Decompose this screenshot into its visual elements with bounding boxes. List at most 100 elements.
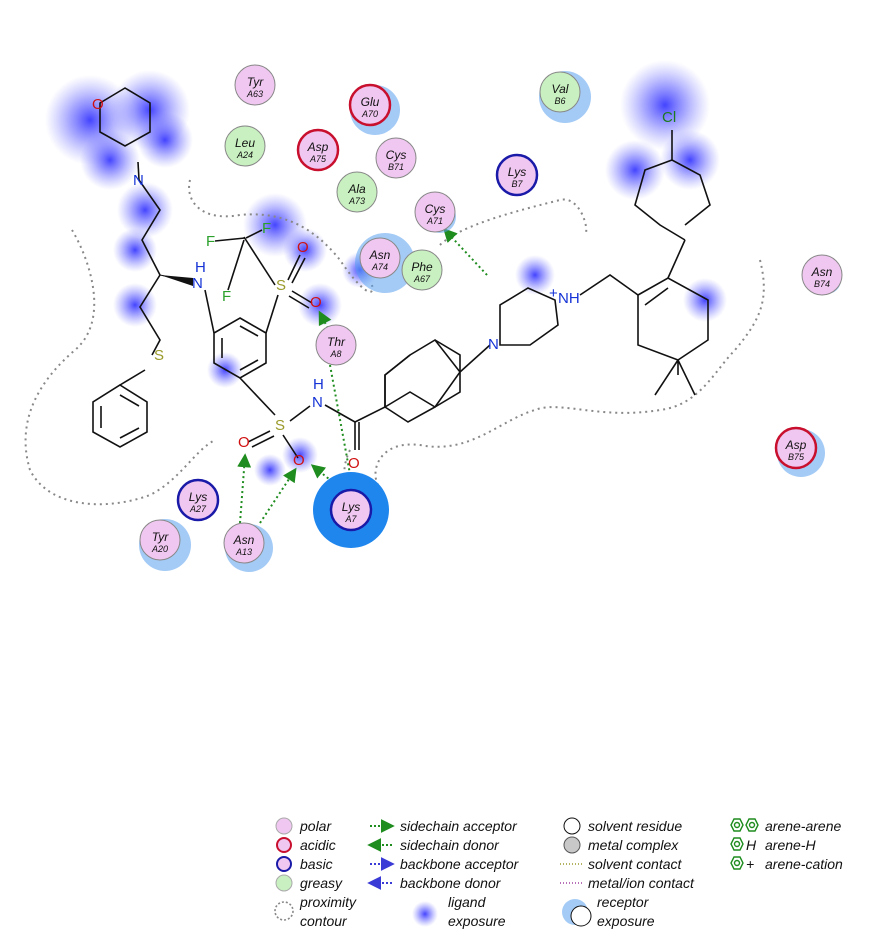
ligand-atom-labels: O N H N S F F F S O O H N S O O O N NH +… [92, 96, 676, 472]
legend-backbone-donor: backbone donor [400, 875, 502, 891]
legend-metal-complex: metal complex [588, 837, 679, 853]
residue-id: B75 [788, 452, 805, 462]
atom-oxygen: O [92, 96, 104, 113]
legend-proximity-2: contour [300, 913, 348, 929]
arene-h-glyph: H [746, 837, 757, 853]
atom-fluorine: F [262, 220, 271, 237]
legend-metal-complex-swatch [563, 836, 581, 854]
residue-id: B71 [388, 162, 404, 172]
atom-nh-h: H [195, 259, 206, 276]
residue-id: A24 [236, 150, 253, 160]
ligand-exposure-blob [113, 228, 157, 272]
ligand-exposure-blob [137, 112, 193, 168]
residue-id: A75 [309, 154, 327, 164]
legend-backbone-acceptor: backbone acceptor [400, 856, 520, 872]
atom-sulfur: S [276, 277, 286, 294]
atom-oxygen: O [348, 455, 360, 472]
ligand-exposure-blob [620, 60, 710, 150]
residue-disc [774, 426, 818, 470]
ligand-exposure-blob [117, 182, 173, 238]
legend-solvent-residue: solvent residue [588, 818, 682, 834]
residue-id: A8 [329, 349, 341, 359]
ligand-exposure-blob [660, 130, 720, 190]
legend-solvent-contact: solvent contact [588, 856, 682, 872]
residue-disc [296, 128, 340, 172]
residue-name: Cys [386, 148, 407, 162]
residue-name: Lys [508, 165, 526, 179]
legend-metal-ion-contact: metal/ion contact [588, 875, 695, 891]
atom-oxygen: O [297, 239, 309, 256]
legend-ligand-exposure-2: exposure [448, 913, 506, 929]
residue-name: Cys [425, 202, 446, 216]
atom-fluorine: F [206, 233, 215, 250]
legend-greasy-swatch [275, 874, 293, 892]
legend-ligand-exposure-swatch [412, 901, 438, 927]
residue-disc [539, 71, 581, 113]
arene-h-icon [730, 837, 744, 851]
arene-cation-icon [730, 856, 744, 870]
legend-arene-cation: arene-cation [765, 856, 843, 872]
atom-chlorine: Cl [662, 109, 676, 126]
residue-name: Asn [233, 533, 255, 547]
residue-id: B6 [554, 96, 565, 106]
residue-name: Tyr [152, 530, 169, 544]
residue-disc [495, 153, 539, 197]
atom-nh-h: H [313, 376, 324, 393]
ligand-exposure-blob [80, 130, 140, 190]
residue-id: A13 [235, 547, 252, 557]
atom-nitrogen: N [488, 336, 499, 353]
residue-disc [234, 64, 276, 106]
ligand-exposure-blob [515, 255, 555, 295]
residue-disc [329, 488, 373, 532]
residue-disc [375, 137, 417, 179]
legend-receptor-exposure-disc [570, 905, 592, 927]
legend-arene-h: arene-H [765, 837, 816, 853]
legend-basic-swatch [276, 856, 292, 872]
legend-solvent-residue-swatch [563, 817, 581, 835]
legend-sidechain-donor: sidechain donor [400, 837, 500, 853]
legend-receptor-exposure-1: receptor [597, 894, 650, 910]
legend-ligand-exposure-1: ligand [448, 894, 487, 910]
ligand-exposure-blob [283, 228, 327, 272]
legend-greasy: greasy [300, 875, 343, 891]
legend-polar-swatch [275, 817, 293, 835]
legend-acidic-swatch [276, 837, 292, 853]
atom-fluorine: F [222, 288, 231, 305]
residue-name: Lys [342, 500, 360, 514]
residue-disc [359, 237, 401, 279]
atom-nitrogen: N [133, 172, 144, 189]
residue-name: Phe [411, 260, 433, 274]
residue-disc [348, 83, 392, 127]
residue-name: Lys [189, 490, 207, 504]
residue-id: B7 [511, 179, 523, 189]
atom-nitrogen: N [312, 394, 323, 411]
residue-disc [139, 519, 181, 561]
legend-proximity-swatch [274, 901, 294, 921]
atom-charge: + [549, 285, 558, 302]
residue-id: A27 [189, 504, 207, 514]
legend-polar: polar [299, 818, 332, 834]
residue-id: A71 [426, 216, 443, 226]
ligand-exposure-blob [605, 140, 665, 200]
ligand-exposure-blob [683, 278, 727, 322]
residue-disc [176, 478, 220, 522]
atom-sulfur: S [275, 417, 285, 434]
residue-id: A20 [151, 544, 168, 554]
atom-oxygen: O [238, 434, 250, 451]
residue-id: A70 [361, 109, 378, 119]
atom-oxygen: O [310, 294, 322, 311]
residue-disc [224, 125, 266, 167]
